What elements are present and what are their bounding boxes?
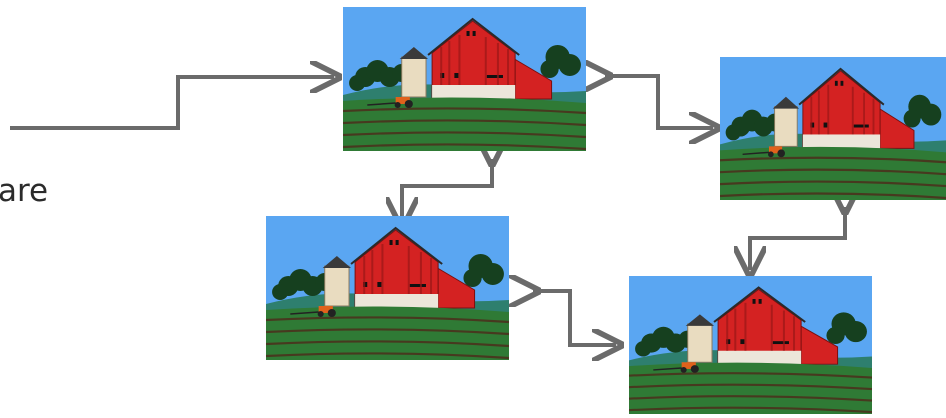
silo-roof xyxy=(772,96,800,109)
barn-foundation xyxy=(432,85,516,99)
barn-roof-line xyxy=(427,17,520,56)
silo xyxy=(401,56,427,98)
barn-roof-line xyxy=(713,286,806,323)
silo-roof xyxy=(399,47,429,59)
arrow-top-left xyxy=(402,159,492,221)
barn-foundation xyxy=(355,294,439,308)
barn-image-bottom-right xyxy=(629,276,872,414)
tractor xyxy=(290,306,336,317)
barn-image-top-center xyxy=(343,7,586,151)
silo-roof xyxy=(685,314,715,326)
arrow-top-right xyxy=(605,76,713,128)
silo xyxy=(687,323,713,363)
silo-roof xyxy=(322,256,352,268)
trees xyxy=(635,312,867,357)
barn-main xyxy=(717,288,802,365)
trees xyxy=(349,45,581,91)
field xyxy=(629,362,872,414)
trees xyxy=(272,254,504,300)
field xyxy=(343,97,586,151)
silo xyxy=(774,106,798,147)
barn-roof-line xyxy=(798,67,885,106)
barn-image-left-bottom xyxy=(266,216,509,360)
barn-foundation xyxy=(718,350,802,365)
silo xyxy=(324,265,350,307)
partial-slide-text: are xyxy=(0,173,49,209)
arrow-right-bottom xyxy=(750,207,845,270)
field xyxy=(720,146,946,200)
input-arrow xyxy=(10,77,334,130)
barn-roof-line xyxy=(350,226,443,265)
barn-main xyxy=(802,70,881,149)
barn-image-right xyxy=(720,57,946,200)
barn-foundation xyxy=(802,134,881,149)
arrow-left-right xyxy=(533,291,616,345)
tractor xyxy=(367,97,413,108)
field xyxy=(266,306,509,360)
tractor xyxy=(653,362,699,373)
tractor xyxy=(742,146,785,158)
